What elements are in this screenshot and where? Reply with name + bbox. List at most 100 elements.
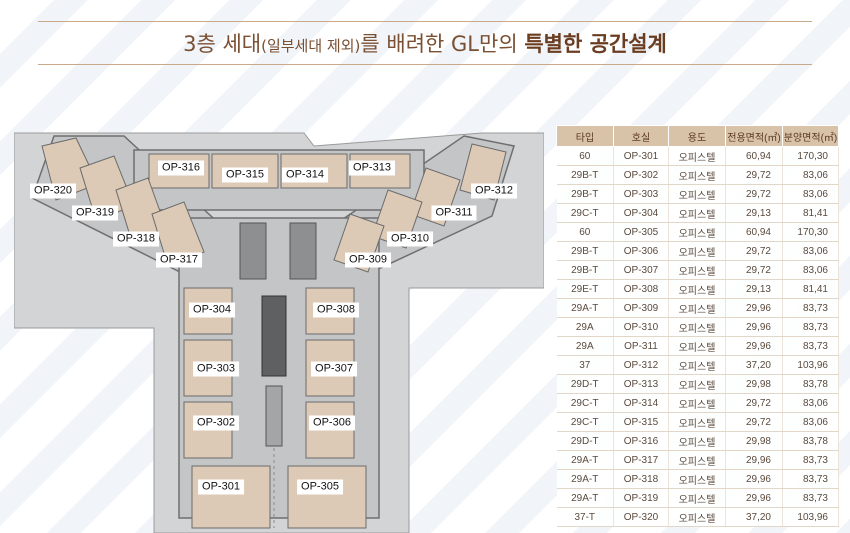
table-cell: 83,06 (782, 165, 839, 185)
table-cell: 83,06 (782, 241, 839, 261)
table-cell: 오피스텔 (668, 336, 726, 356)
table-cell: 60,94 (725, 146, 783, 166)
table-cell: OP-315 (613, 412, 669, 432)
table-cell: 83,78 (782, 431, 839, 451)
table-cell: OP-301 (613, 146, 669, 166)
title-rule-top (38, 21, 812, 22)
table-cell: 60 (556, 146, 614, 166)
table-cell: 29,13 (725, 279, 783, 299)
table-cell: 81,41 (782, 203, 839, 223)
unit-label: OP-303 (193, 361, 239, 377)
table-cell: OP-314 (613, 393, 669, 413)
table-cell: OP-319 (613, 488, 669, 508)
table-cell: 오피스텔 (668, 507, 726, 527)
core-block-2 (289, 222, 317, 280)
table-cell: OP-305 (613, 222, 669, 242)
unit-label: OP-304 (189, 302, 235, 318)
unit-label: OP-312 (471, 183, 517, 199)
table-cell: 83,73 (782, 488, 839, 508)
table-cell: 오피스텔 (668, 393, 726, 413)
table-cell: 29B-T (556, 165, 614, 185)
table-cell: 37,20 (725, 507, 783, 527)
floor-plan-drawing (14, 132, 544, 533)
elevator-shaft (261, 295, 287, 377)
table-cell: 83,73 (782, 450, 839, 470)
table-cell: 29A (556, 336, 614, 356)
page-title: 3층 세대(일부세대 제외)를 배려한 GL만의 특별한 공간설계 (183, 32, 667, 56)
table-cell: 60 (556, 222, 614, 242)
unit-label: OP-310 (387, 231, 433, 247)
table-cell: 81,41 (782, 279, 839, 299)
table-cell: 29,96 (725, 298, 783, 318)
table-cell: OP-310 (613, 317, 669, 337)
header-unit: 호실 (613, 125, 669, 147)
table-cell: 83,06 (782, 393, 839, 413)
table-cell: 오피스텔 (668, 203, 726, 223)
table-cell: 170,30 (782, 222, 839, 242)
table-cell: 오피스텔 (668, 279, 726, 299)
unit-label: OP-314 (282, 167, 328, 183)
unit-label: OP-320 (30, 183, 76, 199)
table-cell: OP-318 (613, 469, 669, 489)
table-cell: 29A-T (556, 450, 614, 470)
table-cell: 29,72 (725, 260, 783, 280)
table-cell: 29,72 (725, 241, 783, 261)
unit-label: OP-306 (309, 415, 355, 431)
table-cell: 오피스텔 (668, 374, 726, 394)
title-rule-bottom (38, 64, 812, 65)
table-cell: 29A (556, 317, 614, 337)
unit-label: OP-316 (158, 160, 204, 176)
table-cell: 오피스텔 (668, 412, 726, 432)
table-cell: 29,98 (725, 431, 783, 451)
table-cell: 29A-T (556, 298, 614, 318)
table-cell: 29C-T (556, 412, 614, 432)
table-cell: OP-303 (613, 184, 669, 204)
table-cell: 오피스텔 (668, 355, 726, 375)
table-cell: 170,30 (782, 146, 839, 166)
table-cell: 29,72 (725, 184, 783, 204)
table-cell: 83,06 (782, 184, 839, 204)
table-cell: 29B-T (556, 241, 614, 261)
unit-label: OP-308 (313, 302, 359, 318)
table-cell: 83,73 (782, 317, 839, 337)
table-header-row: 타입 호실 용도 전용면적(㎡) 분양면적(㎡) (556, 125, 839, 147)
table-cell: 83,06 (782, 412, 839, 432)
table-cell: OP-311 (613, 336, 669, 356)
table-cell: 29B-T (556, 260, 614, 280)
table-cell: 29E-T (556, 279, 614, 299)
core-block (239, 222, 267, 280)
table-cell: 37-T (556, 507, 614, 527)
table-cell: 29,72 (725, 165, 783, 185)
table-cell: 오피스텔 (668, 241, 726, 261)
table-cell: 오피스텔 (668, 184, 726, 204)
table-cell: 오피스텔 (668, 450, 726, 470)
table-cell: OP-313 (613, 374, 669, 394)
table-cell: 83,73 (782, 469, 839, 489)
table-cell: OP-320 (613, 507, 669, 527)
table-cell: OP-317 (613, 450, 669, 470)
table-cell: 103,96 (782, 507, 839, 527)
table-cell: 오피스텔 (668, 165, 726, 185)
table-cell: 37 (556, 355, 614, 375)
table-cell: 오피스텔 (668, 469, 726, 489)
unit-label: OP-307 (311, 361, 357, 377)
table-cell: 오피스텔 (668, 260, 726, 280)
table-cell: 29,96 (725, 317, 783, 337)
table-cell: 오피스텔 (668, 317, 726, 337)
header-sale-area: 분양면적(㎡) (782, 125, 839, 147)
table-cell: 29,72 (725, 393, 783, 413)
table-cell: OP-316 (613, 431, 669, 451)
unit-label: OP-315 (222, 167, 268, 183)
table-cell: 29C-T (556, 203, 614, 223)
